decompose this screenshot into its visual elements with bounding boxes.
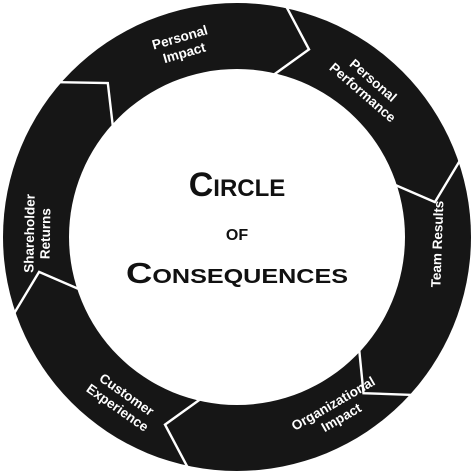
segment-separators	[12, 5, 462, 469]
chevron-separator-4	[163, 396, 204, 469]
segment-5-label-line-2: Returns	[38, 208, 54, 259]
segment-2: Team Results	[428, 200, 446, 287]
chevron-separator-1	[270, 5, 311, 78]
chevron-separator-5	[12, 270, 83, 315]
chevron-separator-3	[357, 346, 413, 397]
center-title: Circle of Consequences	[126, 166, 348, 290]
segment-5-label-line-1: Shareholder	[21, 193, 37, 273]
segment-2-label-line-1: Team Results	[428, 200, 446, 287]
chevron-separator-2	[391, 159, 462, 204]
chevron-separator-6	[58, 81, 115, 130]
title-line-1: Circle	[189, 166, 286, 204]
title-line-3: Consequences	[126, 258, 348, 290]
title-line-2: of	[226, 219, 248, 245]
inner-circle	[69, 69, 405, 405]
